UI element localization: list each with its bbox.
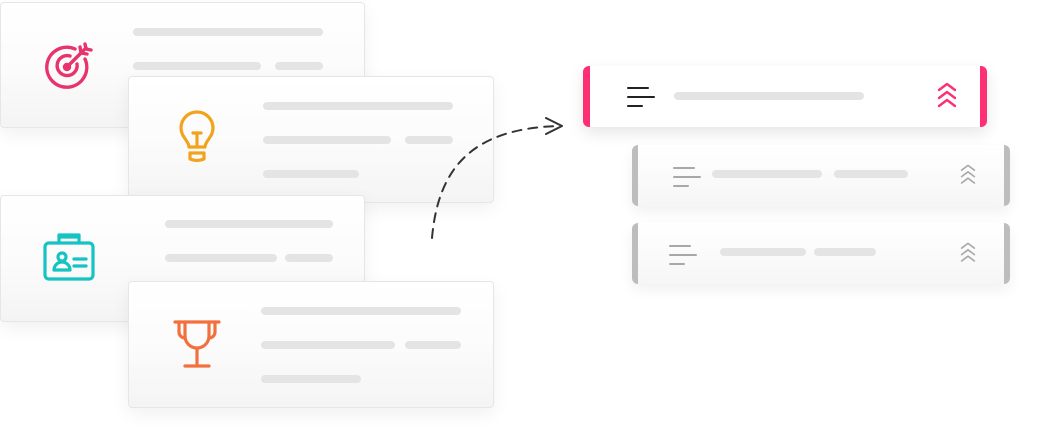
text-placeholder-bar: [261, 307, 461, 315]
chevrons-up-icon: [932, 81, 962, 111]
text-placeholder-bar: [263, 136, 391, 144]
text-align-left-icon: [672, 162, 702, 192]
card-trophy: [128, 281, 494, 408]
priority-row-active[interactable]: [583, 66, 987, 127]
text-placeholder-bar: [405, 136, 453, 144]
text-placeholder-bar: [165, 254, 277, 262]
text-placeholder-bar: [263, 102, 453, 110]
chevrons-up-icon: [956, 241, 980, 265]
text-placeholder-bar: [720, 248, 806, 256]
chevrons-up-icon: [956, 163, 980, 187]
text-placeholder-bar: [261, 341, 395, 349]
text-placeholder-bar: [712, 170, 822, 178]
priority-row[interactable]: [632, 145, 1010, 206]
card-lightbulb: [128, 76, 494, 203]
text-placeholder-bar: [261, 375, 361, 383]
text-align-left-icon: [626, 82, 656, 112]
text-placeholder-bar: [405, 341, 461, 349]
lightbulb-icon: [169, 109, 225, 165]
text-placeholder-bar: [133, 28, 323, 36]
text-placeholder-bar: [814, 248, 876, 256]
text-placeholder-bar: [133, 62, 261, 70]
id-badge-icon: [41, 229, 97, 285]
text-placeholder-bar: [263, 170, 359, 178]
text-placeholder-bar: [674, 92, 864, 100]
text-placeholder-bar: [285, 254, 333, 262]
text-align-left-icon: [668, 240, 698, 270]
priority-row[interactable]: [632, 223, 1010, 284]
text-placeholder-bar: [275, 62, 323, 70]
text-placeholder-bar: [834, 170, 908, 178]
trophy-icon: [169, 316, 225, 372]
text-placeholder-bar: [165, 220, 333, 228]
target-icon: [41, 37, 97, 93]
